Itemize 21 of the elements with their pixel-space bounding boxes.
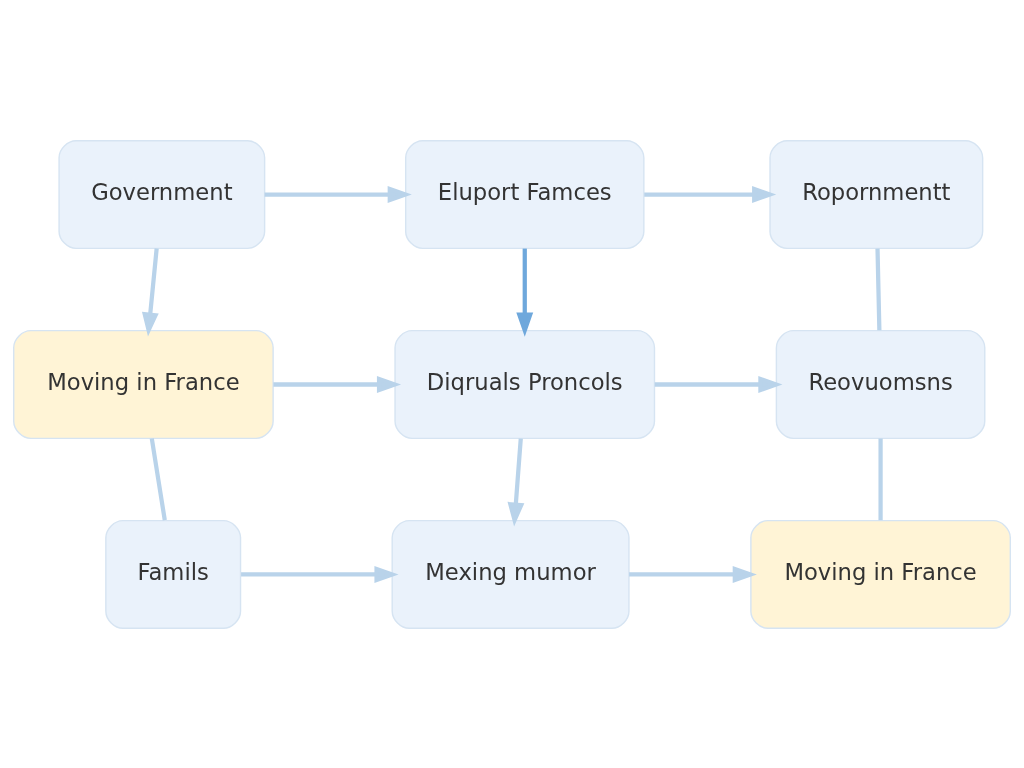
node-box: Government bbox=[58, 139, 266, 249]
node-box: Diqruals Proncols bbox=[394, 329, 656, 439]
arrow bbox=[644, 185, 777, 203]
node-box: Moving in France bbox=[13, 329, 274, 439]
node-box: Eluport Famces bbox=[404, 139, 645, 249]
arrow bbox=[264, 185, 412, 203]
connector bbox=[878, 438, 883, 520]
arrow bbox=[654, 375, 783, 393]
node-box: Moving in France bbox=[750, 519, 1011, 629]
arrow bbox=[141, 247, 159, 337]
arrow bbox=[516, 248, 534, 337]
node-box: Ropornmentt bbox=[769, 139, 984, 249]
arrow bbox=[507, 437, 525, 527]
connector bbox=[875, 248, 882, 330]
node-box: Famils bbox=[105, 519, 242, 629]
node-box: Reovuomsns bbox=[775, 329, 986, 439]
arrow bbox=[241, 565, 399, 583]
connector bbox=[149, 437, 167, 520]
arrow bbox=[273, 375, 402, 393]
node-box: Mexing mumor bbox=[391, 519, 630, 629]
arrow bbox=[629, 565, 757, 583]
